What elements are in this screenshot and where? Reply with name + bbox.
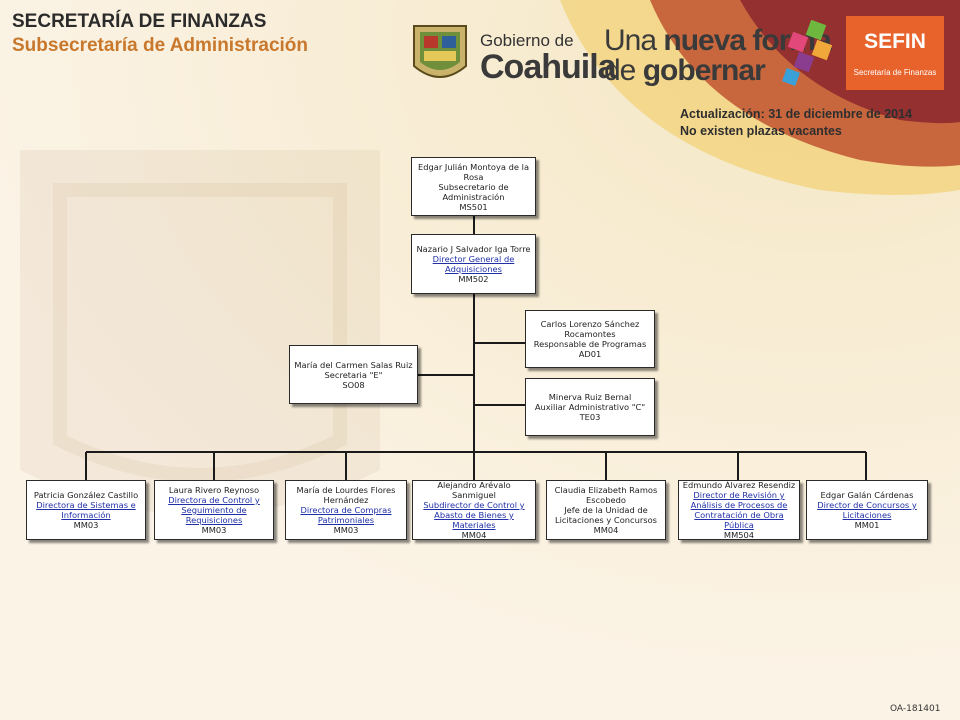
person-name: María del Carmen Salas Ruiz <box>294 359 413 370</box>
person-role-link[interactable]: Director de Revisión y Análisis de Proce… <box>690 490 788 530</box>
position-code: MM03 <box>333 525 359 535</box>
person-role: Secretaria "E" <box>324 369 383 380</box>
org-box-auxiliar: Minerva Ruiz Bernal Auxiliar Administrat… <box>525 378 655 436</box>
slogan-word-3: de <box>604 54 636 87</box>
person-name: María de Lourdes Flores Hernández <box>296 485 396 505</box>
person-role-link[interactable]: Directora de Sistemas e Información <box>36 500 136 520</box>
page-title: SECRETARÍA DE FINANZAS <box>12 11 267 32</box>
position-code: MM502 <box>458 274 489 284</box>
person-name: Alejandro Arévalo Sanmiguel <box>437 480 511 500</box>
gobierno-coahuila-logo: Gobierno de Coahuila <box>480 31 617 86</box>
person-name: Laura Rivero Reynoso <box>168 485 260 495</box>
person-name: Minerva Ruiz Bernal <box>548 392 632 402</box>
sefin-caption: Secretaría de Finanzas <box>853 68 937 77</box>
logo-bar: Gobierno de Coahuila Una nueva forma de … <box>408 14 960 94</box>
slogan: Una nueva forma de gobernar <box>604 24 832 87</box>
person-name: Carlos Lorenzo Sánchez Rocamontes <box>540 319 640 339</box>
colored-squares-icon <box>782 20 833 86</box>
org-box-subordinate: Claudia Elizabeth Ramos Escobedo Jefe de… <box>546 480 666 540</box>
org-box-subordinate: María de Lourdes Flores Hernández Direct… <box>285 480 407 540</box>
person-role: Jefe de la Unidad de Licitaciones y Conc… <box>554 505 658 525</box>
position-code: MM01 <box>854 520 880 530</box>
sefin-name: SEFIN <box>864 30 926 53</box>
slogan-word-4: gobernar <box>642 54 766 87</box>
person-role: Auxiliar Administrativo "C" <box>534 402 646 412</box>
person-role: Subsecretario de Administración <box>438 181 509 202</box>
vacancies-note: No existen plazas vacantes <box>680 124 842 138</box>
org-box-subordinate: Edgar Galán Cárdenas Director de Concurs… <box>806 480 928 540</box>
org-box-secretaria: María del Carmen Salas Ruiz Secretaria "… <box>289 345 418 404</box>
person-name: Claudia Elizabeth Ramos Escobedo <box>554 485 658 505</box>
person-role-link[interactable]: Subdirector de Control y Abasto de Biene… <box>423 500 525 530</box>
person-role: Responsable de Programas <box>533 339 647 349</box>
position-code: MM04 <box>461 530 487 540</box>
person-role-link[interactable]: Directora de Compras Patrimoniales <box>300 505 392 525</box>
position-code: MM04 <box>593 525 619 535</box>
sefin-logo: SEFIN Secretaría de Finanzas <box>846 16 944 90</box>
person-role-link[interactable]: Directora de Control y Seguimiento de Re… <box>168 495 260 525</box>
org-box-subordinate: Alejandro Arévalo Sanmiguel Subdirector … <box>412 480 536 540</box>
person-role-link[interactable]: Director General de Adquisiciones <box>432 254 515 274</box>
person-role-link[interactable]: Director de Concursos y Licitaciones <box>817 500 917 520</box>
person-name: Edgar Julián Montoya de la Rosa <box>417 161 530 182</box>
update-date: Actualización: 31 de diciembre de 2014 <box>680 107 913 121</box>
update-notice: Actualización: 31 de diciembre de 2014 N… <box>680 106 912 140</box>
org-box-subordinate: Patricia González Castillo Directora de … <box>26 480 146 540</box>
coahuila-line: Coahuila <box>480 48 617 86</box>
position-code: TE03 <box>579 412 601 422</box>
person-name: Edgar Galán Cárdenas <box>820 490 914 500</box>
org-box-subordinate: Laura Rivero Reynoso Directora de Contro… <box>154 480 274 540</box>
gobierno-line: Gobierno de <box>480 31 574 50</box>
document-code: OA-181401 <box>890 704 941 714</box>
org-box-subordinate: Edmundo Álvarez Resendiz Director de Rev… <box>678 480 800 540</box>
position-code: MM03 <box>201 525 227 535</box>
position-code: AD01 <box>578 349 602 359</box>
coahuila-seal-icon <box>413 25 467 78</box>
position-code: MS501 <box>459 201 488 212</box>
header: SECRETARÍA DE FINANZAS Subsecretaría de … <box>12 10 308 58</box>
position-code: MM03 <box>73 520 99 530</box>
org-box-subsecretario: Edgar Julián Montoya de la Rosa Subsecre… <box>411 157 536 216</box>
org-box-director-general: Nazario J Salvador Iga Torre Director Ge… <box>411 234 536 294</box>
person-name: Patricia González Castillo <box>33 490 139 500</box>
person-name: Edmundo Álvarez Resendiz <box>682 480 796 490</box>
position-code: SO08 <box>342 379 365 390</box>
page-subtitle: Subsecretaría de Administración <box>12 35 309 56</box>
person-name: Nazario J Salvador Iga Torre <box>416 244 531 254</box>
slogan-word-1: Una <box>604 24 657 57</box>
position-code: MM504 <box>723 530 755 540</box>
org-box-responsable-programas: Carlos Lorenzo Sánchez Rocamontes Respon… <box>525 310 655 368</box>
